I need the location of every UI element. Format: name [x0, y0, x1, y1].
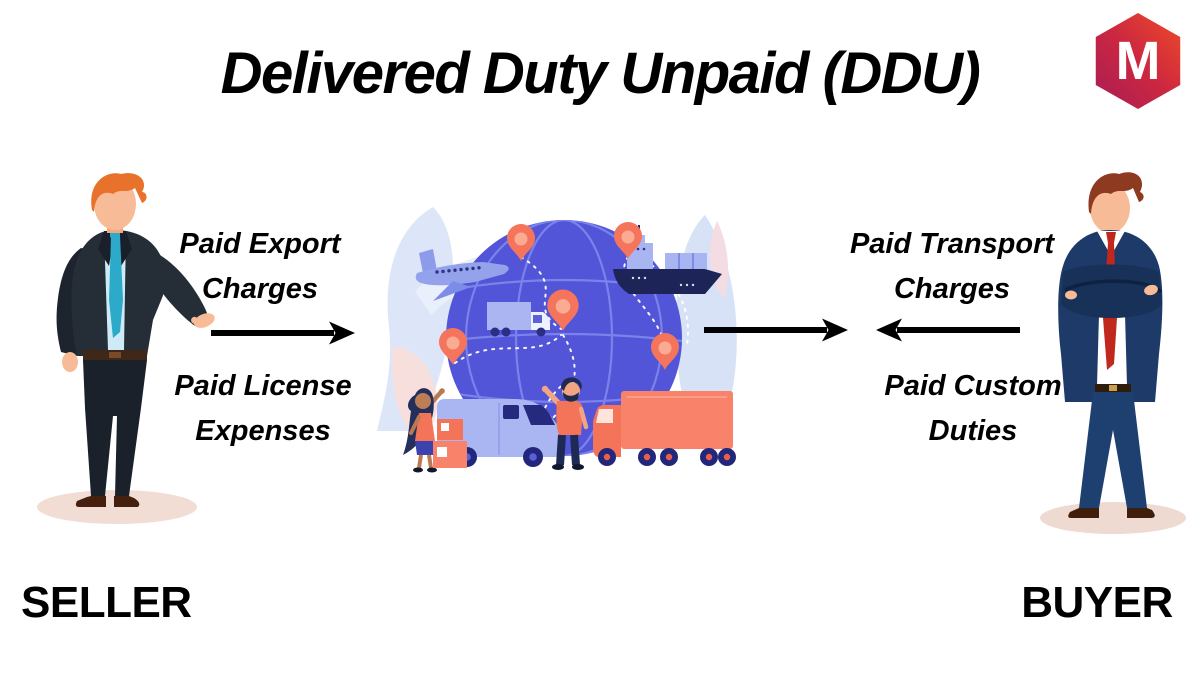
courier-man-figure [541, 377, 589, 470]
buyer-shadow [1040, 502, 1186, 534]
brand-logo-letter: M [1116, 31, 1161, 91]
shipment-to-buyer-arrow-icon [701, 317, 849, 348]
location-pin-icon [651, 333, 679, 370]
seller-to-shipment-arrow-icon [208, 320, 356, 351]
buyer-hair [1088, 172, 1144, 214]
seller-note-paid-license-expenses: Paid License Expenses [174, 370, 352, 447]
waving-woman-figure [403, 388, 445, 473]
seller-label: SELLER [21, 578, 192, 627]
buyer-note-paid-custom-duties: Paid Custom Duties [884, 370, 1062, 447]
buyer-illustration [1035, 168, 1190, 545]
seller-note-paid-export-charges: Paid Export Charges [179, 228, 341, 305]
parcel-boxes-icon [433, 419, 467, 468]
seller-hair [91, 173, 147, 212]
seller-illustration [25, 170, 220, 535]
cargo-truck-on-globe-icon [487, 302, 550, 337]
location-pin-icon [614, 222, 642, 259]
airplane-icon [415, 249, 509, 301]
page-title: Delivered Duty Unpaid (DDU) [220, 41, 981, 106]
location-pin-icon [439, 328, 467, 365]
hexagon-logo-icon: M [1095, 13, 1181, 109]
buyer-label: BUYER [1021, 578, 1173, 627]
location-pin-icon [507, 224, 535, 261]
globe-logistics-illustration [375, 195, 745, 500]
brand-logo: M [1090, 10, 1186, 117]
location-pin-icon [547, 289, 579, 331]
freight-truck-icon [593, 391, 736, 466]
buyer-to-shipment-arrow-icon [875, 317, 1023, 348]
buyer-note-paid-transport-charges: Paid Transport Charges [849, 228, 1055, 305]
